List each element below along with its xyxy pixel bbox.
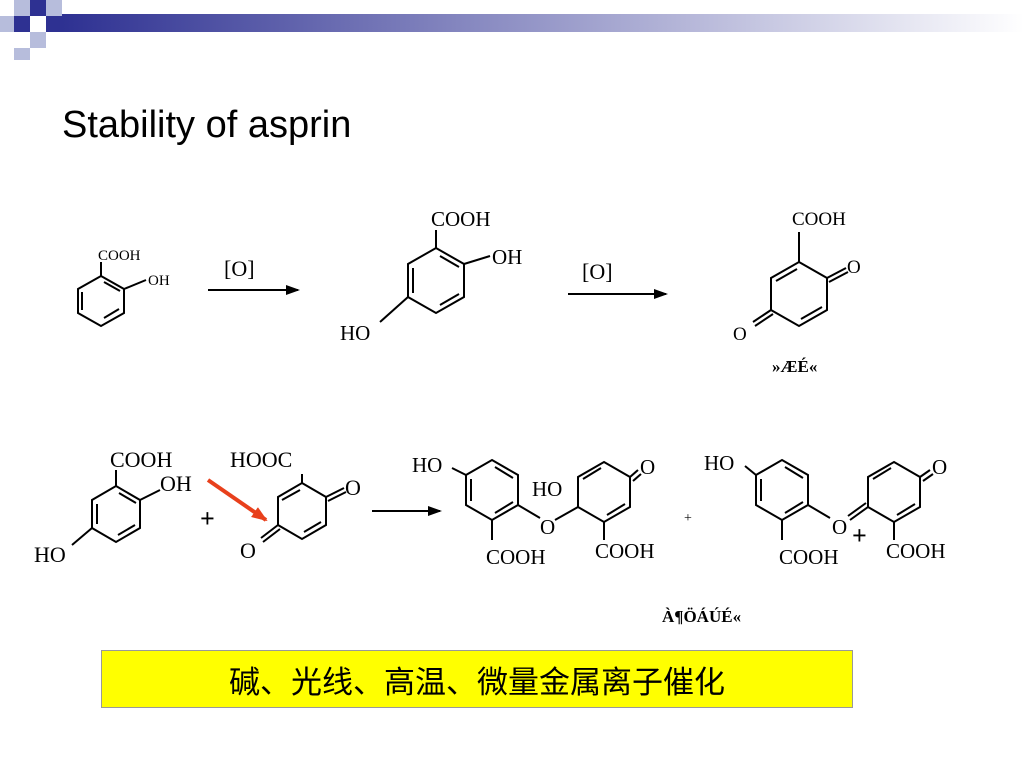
m3-o-top-label: O [847, 257, 861, 278]
m4-cooh-label: COOH [110, 447, 172, 472]
m3-color-caption: »ÆÉ« [772, 357, 817, 376]
m5-hooc-label: HOOC [230, 447, 292, 472]
m4-ho-label: HO [34, 542, 66, 567]
row2-color-caption: À¶ÖÁÚÉ« [662, 607, 741, 626]
m2-oh-label: OH [492, 245, 522, 269]
p1-ho-mid-label: HO [532, 477, 562, 501]
m3-cooh-label: COOH [792, 209, 846, 230]
p1-cooh-left-label: COOH [486, 545, 546, 569]
m1-oh-label: OH [148, 273, 170, 289]
gentisic-acid-structure-row2 [71, 470, 161, 546]
product-2-structure [744, 458, 934, 540]
p1-o-top-label: O [640, 455, 655, 479]
m2-cooh-label: COOH [431, 207, 491, 231]
p1-ho-top-label: HO [412, 453, 442, 477]
m4-oh-label: OH [160, 471, 192, 496]
m5-o-bottom-label: O [240, 538, 256, 563]
m1-cooh-label: COOH [98, 248, 141, 264]
p2-cooh-right-label: COOH [886, 539, 946, 563]
red-attack-arrow [206, 478, 268, 522]
plus-sign-2: + [684, 511, 692, 526]
title-decoration [0, 0, 1024, 60]
p2-o-top-label: O [932, 455, 947, 479]
arrow-2-label: [O] [582, 259, 613, 284]
slide-title: Stability of asprin [62, 104, 352, 146]
m3-o-bottom-label: O [733, 324, 747, 345]
quinone-acid-structure [752, 232, 849, 328]
p2-cooh-left-label: COOH [779, 545, 839, 569]
arrow-1-label: [O] [224, 256, 255, 281]
gentisic-acid-structure [379, 230, 491, 323]
salicylic-acid-structure [77, 262, 147, 328]
plus-sign-3: + [852, 521, 867, 550]
p2-ho-top-label: HO [704, 451, 734, 475]
catalyst-caption: 碱、光线、高温、微量金属离子催化 [101, 650, 853, 708]
p2-o-bridge-label: O [832, 515, 847, 539]
quinone-acid-structure-row2 [260, 474, 347, 543]
catalyst-caption-text: 碱、光线、高温、微量金属离子催化 [229, 664, 725, 701]
p1-o-bridge-label: O [540, 515, 555, 539]
m2-ho-label: HO [340, 321, 370, 345]
m5-o-top-label: O [345, 475, 361, 500]
product-1-structure [451, 458, 642, 540]
p1-cooh-right-label: COOH [595, 539, 655, 563]
plus-sign-1: + [200, 504, 215, 533]
